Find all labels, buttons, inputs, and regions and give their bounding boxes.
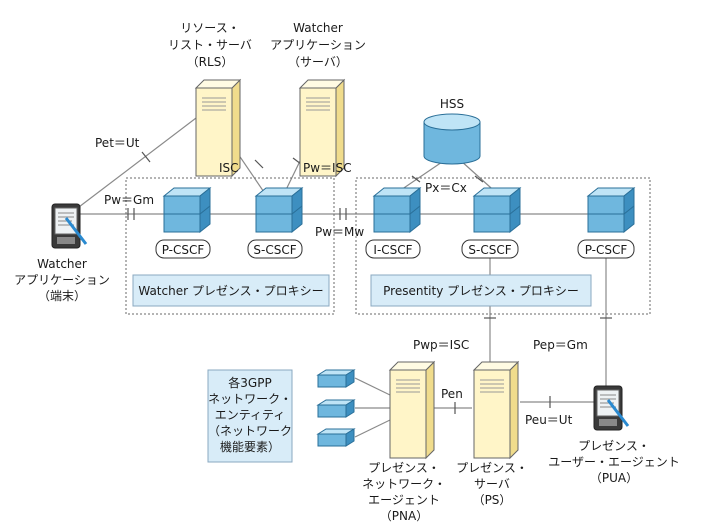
rls-label-1: リソース・ [180,21,239,35]
interface-pep-gm: Pep＝Gm [533,338,588,352]
i-cscf-node: I-CSCF [365,187,421,259]
entities-label-3: エンティティ [215,408,286,422]
s-cscf-right-node: S-CSCF [461,187,521,259]
s-cscf-left-node: S-CSCF [247,187,303,259]
p-cscf-left-label: P-CSCF [162,243,205,257]
ps-server: プレゼンス・ サーバ （PS） [456,361,528,507]
watcher-proxy-zone [125,177,335,315]
interface-pet-ut: Pet＝Ut [95,136,140,150]
server-icon [389,361,435,459]
presentity-proxy-label: Presentity プレゼンス・プロキシー [383,284,579,298]
watcher-server-label-1: Watcher [293,21,343,35]
ps-label-3: （PS） [473,493,512,507]
rls-server: リソース・ リスト・サーバ （RLS） [168,21,252,177]
cube-icon [373,187,421,233]
entities-label-2: ネットワーク・ [208,392,292,406]
pua-label-3: （PUA） [590,471,638,485]
ps-label-2: サーバ [474,477,510,491]
rls-label-3: （RLS） [187,55,234,69]
entity-box-icon [317,399,355,418]
watcher-app-server: Watcher アプリケーション （サーバ） [270,21,366,177]
interface-px-cx: Px＝Cx [425,181,467,195]
p-cscf-right-node: P-CSCF [577,187,635,259]
watcher-proxy-label-box [132,274,330,307]
rls-label-2: リスト・サーバ [168,38,252,52]
i-cscf-label: I-CSCF [373,243,412,257]
database-icon [423,122,481,165]
cube-icon [163,187,211,233]
pna-server: プレゼンス・ ネットワーク・ エージェント （PNA） [362,361,446,523]
entities-label-5: 機能要素） [220,439,280,454]
watcher-server-label-3: （サーバ） [288,55,348,69]
s-cscf-right-label: S-CSCF [468,243,511,257]
pda-icon [50,202,88,250]
pna-label-4: （PNA） [380,509,428,523]
entity-box-icon [317,369,355,388]
watcher-terminal-label-2: アプリケーション [14,273,110,287]
watcher-terminal: Watcher アプリケーション （端末） [14,202,110,303]
watcher-terminal-label-3: （端末） [38,289,86,303]
server-icon [473,361,519,459]
interface-peu-ut: Peu＝Ut [525,413,573,427]
entities-box [207,369,293,463]
watcher-terminal-label-1: Watcher [37,257,87,271]
p-cscf-right-label: P-CSCF [585,243,628,257]
pua-label-1: プレゼンス・ [578,439,650,453]
interface-ticks [127,151,612,414]
entities-label-4: （ネットワーク [208,424,292,438]
presentity-proxy-label-box [370,274,592,307]
pna-label-2: ネットワーク・ [362,477,446,491]
hss-label: HSS [440,97,464,111]
interface-pw-isc: Pw＝ISC [303,161,352,175]
interface-pen: Pen [441,387,463,401]
presentity-proxy-zone [355,177,651,315]
pua-label-2: ユーザー・エージェント [548,455,680,469]
entity-box-icon [317,428,355,447]
interface-labels: Pet＝Ut ISC Pw＝ISC Pw＝Gm Pw＝Mw Px＝Cx Pwp＝… [95,136,588,427]
pna-label-3: エージェント [368,493,440,507]
watcher-proxy-label: Watcher プレゼンス・プロキシー [138,284,323,298]
interface-pw-gm: Pw＝Gm [104,193,154,207]
hss-database: HSS [423,97,481,165]
ps-label-1: プレゼンス・ [456,461,528,475]
pua-terminal: プレゼンス・ ユーザー・エージェント （PUA） [548,384,680,485]
network-entities: 各3GPP ネットワーク・ エンティティ （ネットワーク 機能要素） [207,369,355,463]
interface-pwp-isc: Pwp＝ISC [413,338,469,352]
interface-isc: ISC [219,161,239,175]
interface-pw-mw: Pw＝Mw [315,225,364,239]
s-cscf-left-label: S-CSCF [253,243,296,257]
pna-label-1: プレゼンス・ [368,461,440,475]
cube-icon [587,187,635,233]
watcher-server-label-2: アプリケーション [270,38,366,52]
pda-icon [592,384,630,432]
cube-icon [255,187,303,233]
entities-label-1: 各3GPP [228,375,271,390]
cube-icon [473,187,521,233]
p-cscf-left-node: P-CSCF [155,187,211,259]
